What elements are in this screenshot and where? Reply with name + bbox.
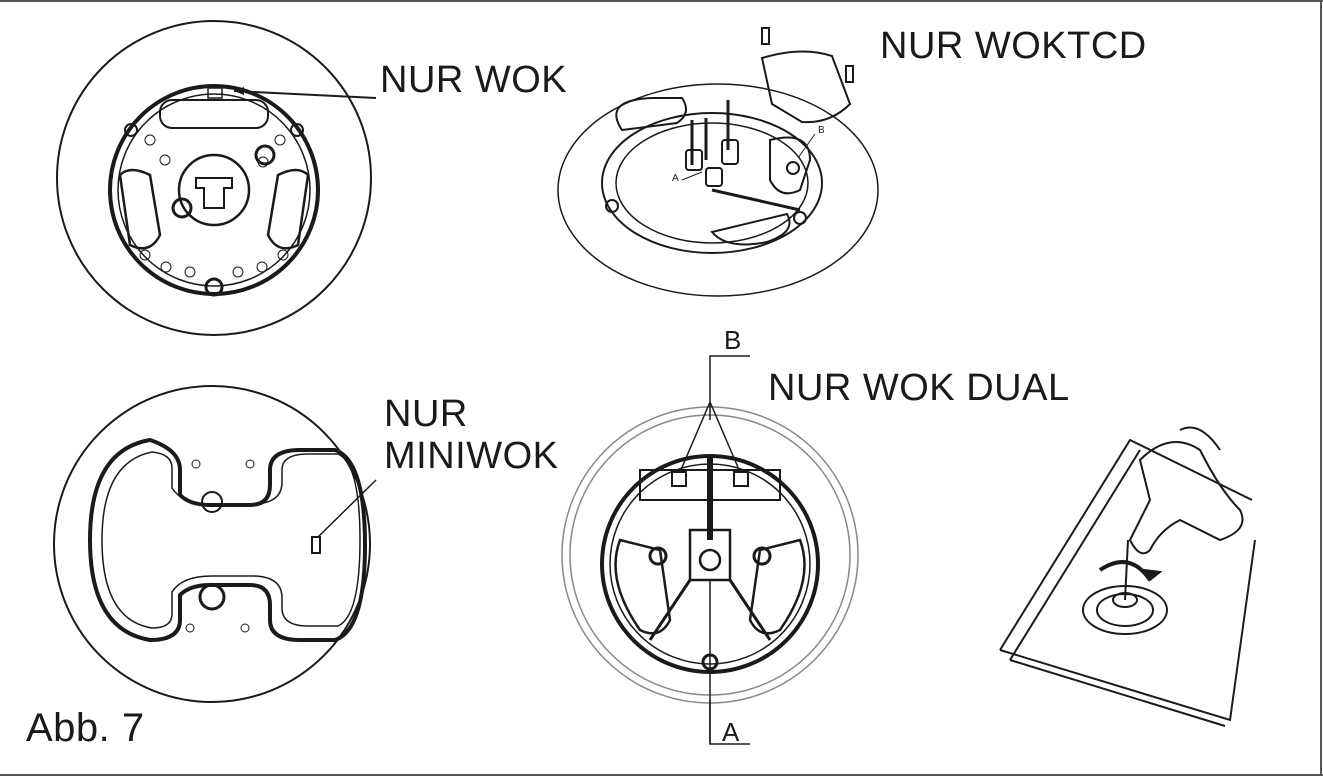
figure-number: Abb. 7 (26, 706, 145, 750)
nur-wok-leader-line (233, 90, 377, 99)
woktcd-point-b-label: B (818, 125, 825, 136)
nur-miniwok-label-line1: NUR (384, 393, 468, 435)
wok-dual-b-marker (679, 355, 750, 473)
nur-wok-burner-drawing (56, 20, 372, 336)
woktcd-point-a-label: A (672, 173, 679, 184)
knob-adjustment-illustration (999, 426, 1256, 727)
woktcd-b-leader (797, 133, 816, 159)
nur-miniwok-leader-line (317, 479, 377, 538)
nur-woktcd-burner-drawing (557, 27, 879, 297)
nur-wok-label: NUR WOK (380, 59, 568, 101)
woktcd-a-leader (681, 171, 703, 181)
wok-dual-a-marker (709, 580, 750, 745)
nur-miniwok-label-line2: MINIWOK (384, 435, 559, 477)
nur-miniwok-burner-drawing (53, 385, 371, 703)
nur-wok-dual-label: NUR WOK DUAL (768, 367, 1070, 409)
point-b-label: B (724, 325, 742, 355)
point-a-label: A (722, 717, 740, 747)
nur-wok-arrowhead (234, 87, 244, 95)
nur-woktcd-label: NUR WOKTCD (880, 25, 1147, 67)
